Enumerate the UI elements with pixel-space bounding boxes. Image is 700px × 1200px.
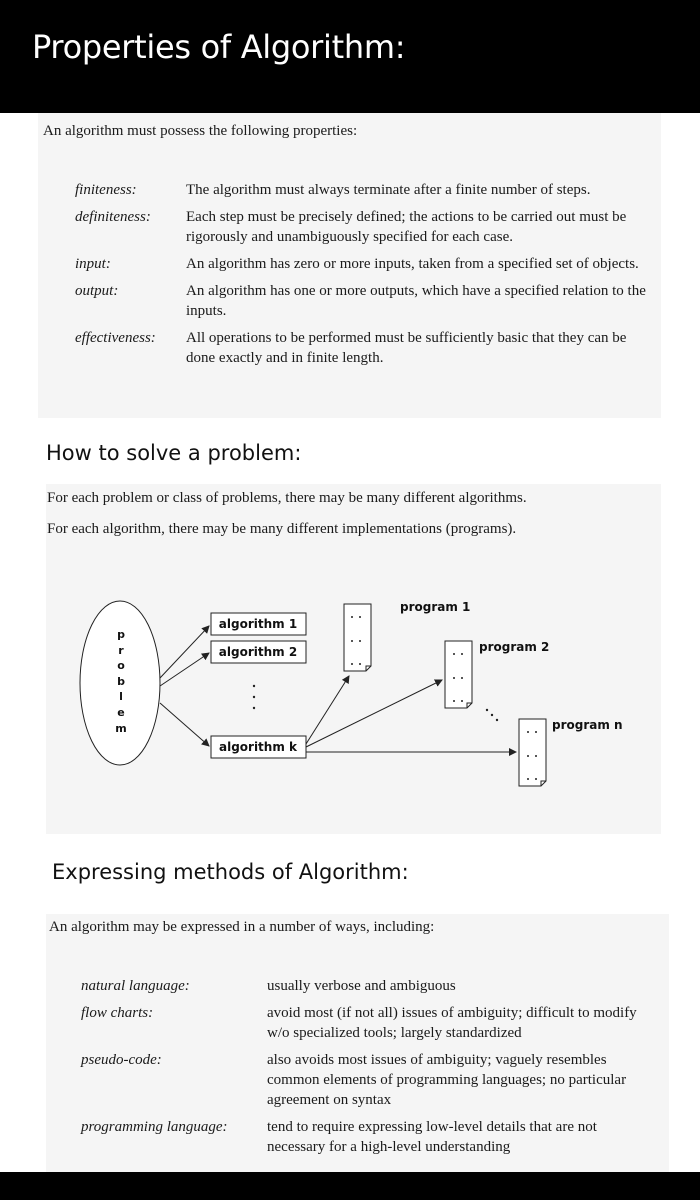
- header-banner: Properties of Algorithm:: [0, 0, 700, 113]
- property-term: definiteness:: [75, 209, 151, 225]
- method-term: pseudo-code:: [81, 1052, 162, 1068]
- diagonal-ellipsis-icon: [485, 708, 499, 722]
- method-desc: tend to require expressing low-level det…: [267, 1119, 597, 1155]
- property-item: input: An algorithm has zero or more inp…: [75, 254, 650, 274]
- property-item: output: An algorithm has one or more out…: [75, 281, 650, 321]
- method-desc: also avoids most issues of ambiguity; va…: [267, 1052, 627, 1108]
- method-term: flow charts:: [81, 1005, 154, 1021]
- program-1-label: program 1: [400, 600, 470, 614]
- method-desc: usually verbose and ambiguous: [267, 978, 456, 994]
- footer-bar: [0, 1172, 700, 1200]
- solve-line-2: For each algorithm, there may be many di…: [47, 521, 517, 537]
- page-title: Properties of Algorithm:: [32, 28, 406, 66]
- expressing-panel: [46, 914, 669, 1172]
- property-term: finiteness:: [75, 182, 137, 198]
- expressing-section-title: Expressing methods of Algorithm:: [52, 860, 409, 884]
- method-item: programming language: tend to require ex…: [81, 1117, 656, 1157]
- properties-intro: An algorithm must possess the following …: [43, 123, 358, 139]
- method-desc: avoid most (if not all) issues of ambigu…: [267, 1005, 637, 1041]
- program-1-document: [343, 603, 372, 672]
- property-item: effectiveness: All operations to be perf…: [75, 328, 650, 368]
- algorithm-2-box: [210, 640, 307, 664]
- program-n-document: [518, 718, 547, 787]
- algorithm-1-label: algorithm 1: [219, 617, 297, 631]
- property-item: definiteness: Each step must be precisel…: [75, 207, 650, 247]
- solve-line-1: For each problem or class of problems, t…: [47, 490, 527, 506]
- problem-letter: e: [117, 706, 124, 719]
- program-n-label: program n: [552, 718, 623, 732]
- algorithm-k-label: algorithm k: [219, 740, 298, 754]
- algorithm-1-box: [210, 612, 307, 636]
- properties-list: finiteness: The algorithm must always te…: [75, 180, 650, 375]
- method-term: natural language:: [81, 978, 190, 994]
- problem-letter: b: [117, 675, 125, 688]
- connector-arrows: [159, 625, 517, 756]
- problem-letter: m: [115, 722, 126, 735]
- problem-ellipse: [79, 600, 161, 766]
- property-item: finiteness: The algorithm must always te…: [75, 180, 650, 200]
- method-item: flow charts: avoid most (if not all) iss…: [81, 1003, 656, 1043]
- property-term: effectiveness:: [75, 330, 156, 346]
- program-2-document: [444, 640, 473, 709]
- properties-panel: [38, 113, 661, 418]
- vertical-ellipsis-icon: [252, 684, 256, 710]
- problem-letter: r: [118, 644, 124, 657]
- property-desc: The algorithm must always terminate afte…: [186, 182, 591, 198]
- algorithm-2-label: algorithm 2: [219, 645, 297, 659]
- property-desc: All operations to be performed must be s…: [186, 330, 627, 366]
- property-desc: Each step must be precisely defined; the…: [186, 209, 627, 245]
- method-item: natural language: usually verbose and am…: [81, 976, 656, 996]
- property-desc: An algorithm has zero or more inputs, ta…: [186, 256, 639, 272]
- expressing-intro: An algorithm may be expressed in a numbe…: [49, 919, 435, 935]
- property-desc: An algorithm has one or more outputs, wh…: [186, 283, 646, 319]
- property-term: input:: [75, 256, 111, 272]
- solve-section-title: How to solve a problem:: [46, 441, 302, 465]
- program-2-label: program 2: [479, 640, 549, 654]
- problem-letter: l: [119, 690, 123, 703]
- method-item: pseudo-code: also avoids most issues of …: [81, 1050, 656, 1110]
- problem-letter: p: [117, 628, 125, 641]
- expressing-list: natural language: usually verbose and am…: [81, 976, 656, 1164]
- property-term: output:: [75, 283, 119, 299]
- problem-letter: o: [117, 659, 125, 672]
- method-term: programming language:: [81, 1119, 228, 1135]
